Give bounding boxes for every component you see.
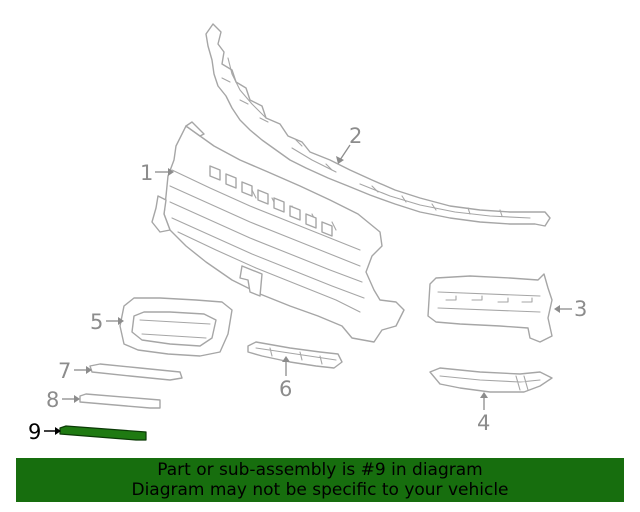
part-4-molding (429, 367, 553, 393)
part-7-trim (89, 363, 183, 381)
banner-line-1: Part or sub-assembly is #9 in diagram (157, 460, 483, 480)
part-8-trim (79, 393, 161, 409)
callout-1: 1 (140, 161, 153, 185)
part-5-bezel (119, 297, 233, 357)
part-1-grille (151, 121, 405, 343)
callout-3: 3 (574, 297, 587, 321)
callout-7: 7 (58, 359, 71, 383)
part-2-reinforcement (205, 23, 551, 227)
part-6-strip (247, 341, 343, 369)
callout-8: 8 (46, 388, 59, 412)
part-3-bracket (427, 273, 553, 343)
banner-line-2: Diagram may not be specific to your vehi… (131, 480, 509, 500)
info-banner: Part or sub-assembly is #9 in diagram Di… (16, 458, 624, 502)
callout-6: 6 (279, 377, 292, 401)
leader-lines (44, 144, 572, 435)
callout-5: 5 (90, 310, 103, 334)
part-9-trim-highlighted (59, 425, 147, 441)
callout-9: 9 (28, 420, 41, 444)
callout-4: 4 (477, 411, 490, 435)
callout-2: 2 (349, 124, 362, 148)
